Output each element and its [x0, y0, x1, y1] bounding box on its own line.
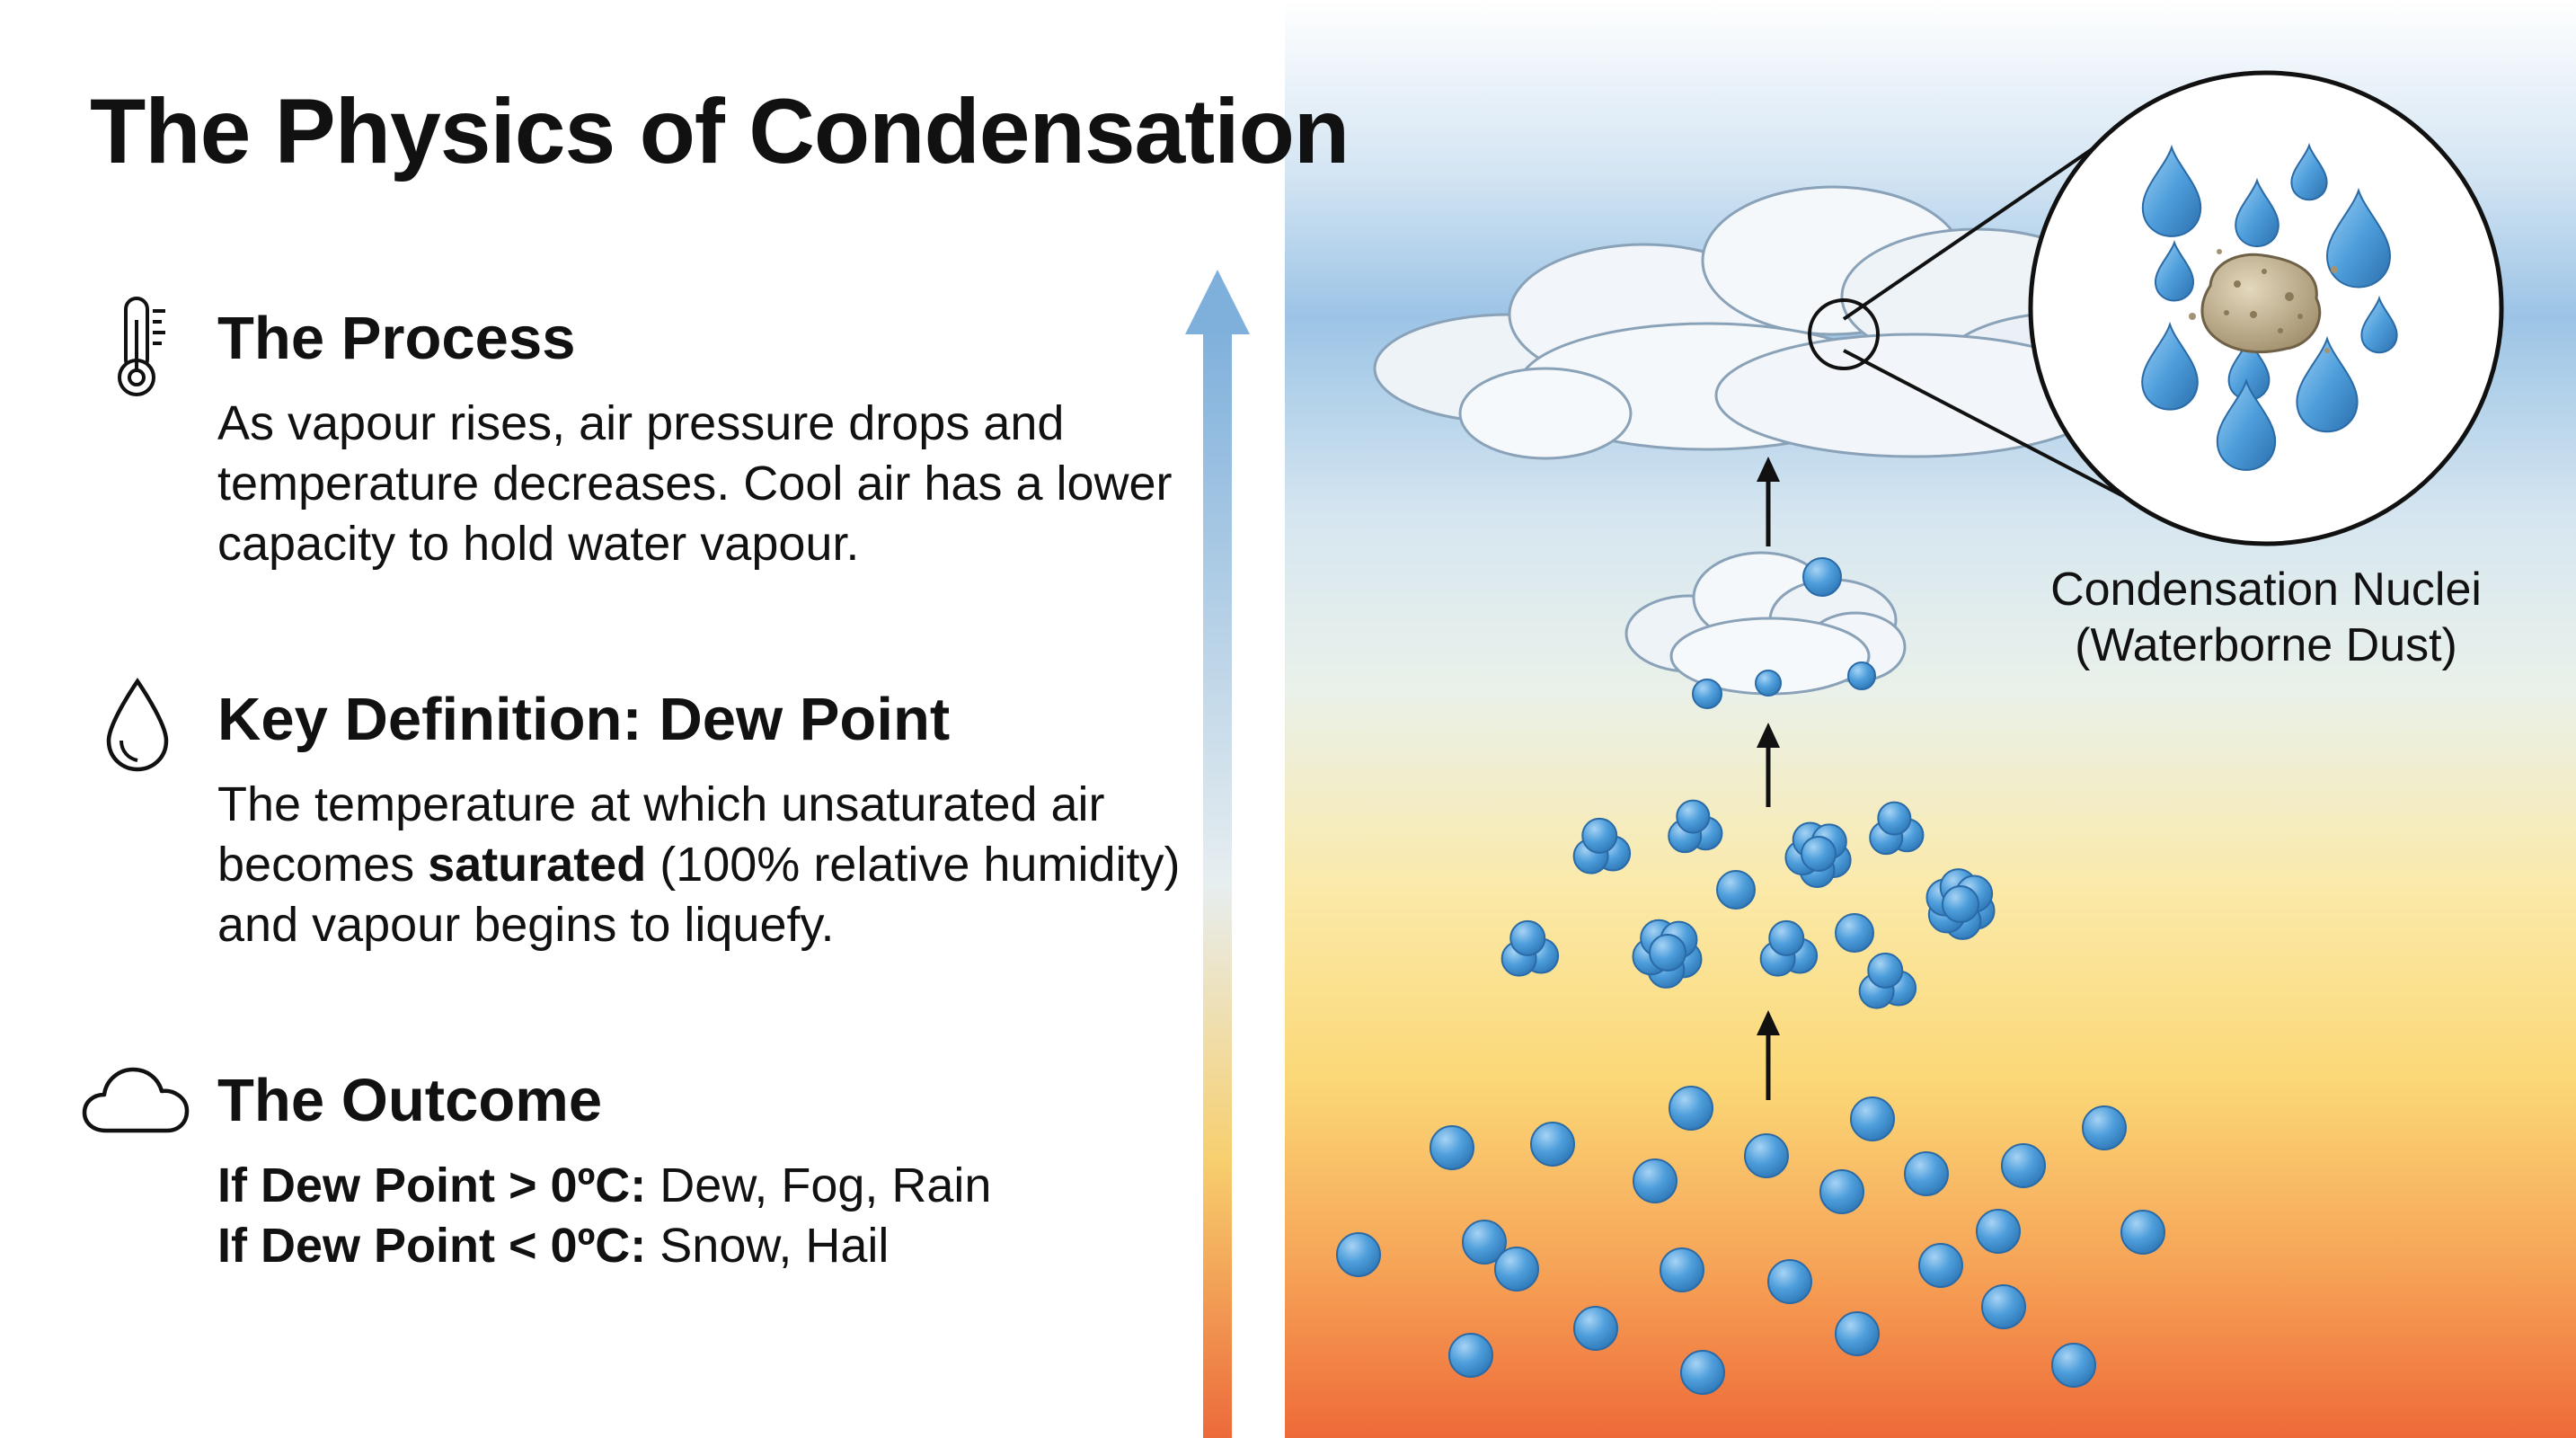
vapour-droplet — [1801, 836, 1837, 872]
vapour-droplet — [1676, 799, 1711, 834]
vapour-droplet — [1494, 1247, 1539, 1292]
molecule-cluster — [1500, 919, 1560, 977]
vapour-droplet — [1669, 1086, 1713, 1131]
vapour-droplet — [1904, 1151, 1949, 1196]
vapour-droplet — [1462, 1220, 1507, 1265]
condensation-nuclei-label: Condensation Nuclei (Waterborne Dust) — [2050, 564, 2482, 671]
magnifier-lens — [2028, 70, 2504, 546]
vapour-droplet — [1581, 817, 1618, 854]
vapour-droplet — [2051, 1343, 2096, 1388]
molecule-cluster — [1759, 919, 1819, 977]
molecule-cluster — [1858, 952, 1917, 1009]
dust-speck — [2297, 314, 2303, 319]
up-arrow — [1757, 1010, 1780, 1100]
vapour-droplet — [1850, 1096, 1895, 1141]
vapour-droplet — [2120, 1210, 2165, 1255]
molecule-cluster — [1668, 799, 1723, 854]
molecule-cluster — [1632, 919, 1703, 989]
vapour-droplet — [1649, 934, 1686, 972]
cloud-icon — [82, 1067, 190, 1133]
vapour-droplet — [1573, 1306, 1618, 1351]
vapour-droplets — [1336, 557, 2165, 1395]
molecule-cluster — [1572, 817, 1632, 874]
up-arrow — [1757, 457, 1780, 546]
forming-cloud — [1624, 551, 1907, 696]
vapour-droplet — [1336, 1232, 1381, 1277]
outcome-line-below-zero: If Dew Point < 0ºC: Snow, Hail — [217, 1219, 890, 1273]
dust-speck — [2262, 269, 2267, 274]
vapour-droplet — [1877, 801, 1912, 836]
vapour-droplet — [1819, 1169, 1864, 1214]
up-arrow — [1757, 723, 1780, 807]
section-heading: The Outcome — [217, 1067, 603, 1134]
water-droplet — [2290, 142, 2328, 201]
vapour-droplet — [1660, 1247, 1704, 1292]
vapour-droplet — [1802, 557, 1842, 597]
dust-speck — [2189, 313, 2196, 320]
dust-speck — [2217, 249, 2222, 254]
magnifier-connector — [1808, 142, 2126, 499]
dust-speck — [2234, 280, 2241, 288]
water-droplet — [2141, 321, 2199, 411]
outcome-line-above-zero: If Dew Point > 0ºC: Dew, Fog, Rain — [217, 1158, 992, 1212]
dust-particle — [2200, 253, 2322, 354]
water-droplet — [2360, 295, 2398, 354]
dust-speck — [2278, 328, 2283, 333]
vapour-droplet — [1692, 679, 1722, 709]
vapour-droplet — [1716, 870, 1756, 910]
molecule-cluster — [1925, 868, 1996, 940]
vapour-droplet — [1767, 1259, 1812, 1304]
vapour-droplet — [1680, 1350, 1725, 1395]
vapour-droplet — [1976, 1209, 2021, 1254]
section-heading: Key Definition: Dew Point — [217, 686, 951, 753]
vapour-droplet — [2001, 1143, 2046, 1188]
water-droplet — [2325, 187, 2392, 288]
thermometer-icon — [118, 297, 165, 396]
magnifier-focus-circle — [1808, 298, 1880, 370]
water-droplet — [2296, 335, 2359, 433]
vapour-droplet — [1835, 913, 1874, 953]
vapour-droplet — [1633, 1158, 1677, 1203]
vapour-droplet — [1744, 1133, 1789, 1178]
water-droplet — [2235, 177, 2279, 248]
water-droplet — [2154, 239, 2195, 302]
vapour-droplet — [2082, 1105, 2127, 1150]
dust-speck — [2285, 292, 2294, 301]
water-droplet — [2141, 144, 2202, 237]
vapour-droplet — [1430, 1125, 1474, 1170]
molecule-cluster — [1784, 821, 1852, 888]
vapour-droplet — [1942, 885, 1979, 923]
rising-air-arrow — [1185, 270, 1250, 1438]
up-arrows — [1757, 457, 1780, 1100]
water-droplet — [2216, 377, 2277, 471]
section-heading: The Process — [217, 305, 576, 372]
vapour-droplet — [1847, 661, 1876, 690]
dust-speck — [2324, 348, 2330, 353]
vapour-droplet — [1835, 1311, 1880, 1356]
page-title: The Physics of Condensation — [90, 80, 1350, 182]
vapour-droplet — [1755, 670, 1782, 697]
dust-speck — [2250, 311, 2257, 318]
dust-speck — [2224, 310, 2229, 315]
section-body: As vapour rises, air pressure drops and … — [217, 396, 1173, 571]
dust-speck — [2331, 266, 2338, 273]
vapour-droplet — [1448, 1333, 1493, 1378]
section-body: The temperature at which unsaturated air… — [217, 777, 1181, 952]
vapour-droplet — [1867, 952, 1904, 989]
emphasis-saturated: saturated — [428, 838, 647, 892]
vapour-droplet — [1509, 919, 1546, 956]
vapour-droplet — [1918, 1243, 1963, 1288]
water-drop-icon — [106, 678, 169, 772]
vapour-droplet — [1768, 919, 1805, 956]
section-body: If Dew Point > 0ºC: Dew, Fog, Rain If De… — [217, 1156, 1188, 1276]
vapour-droplet — [1530, 1122, 1575, 1167]
molecule-cluster — [1869, 801, 1925, 856]
vapour-droplet — [1981, 1284, 2026, 1329]
